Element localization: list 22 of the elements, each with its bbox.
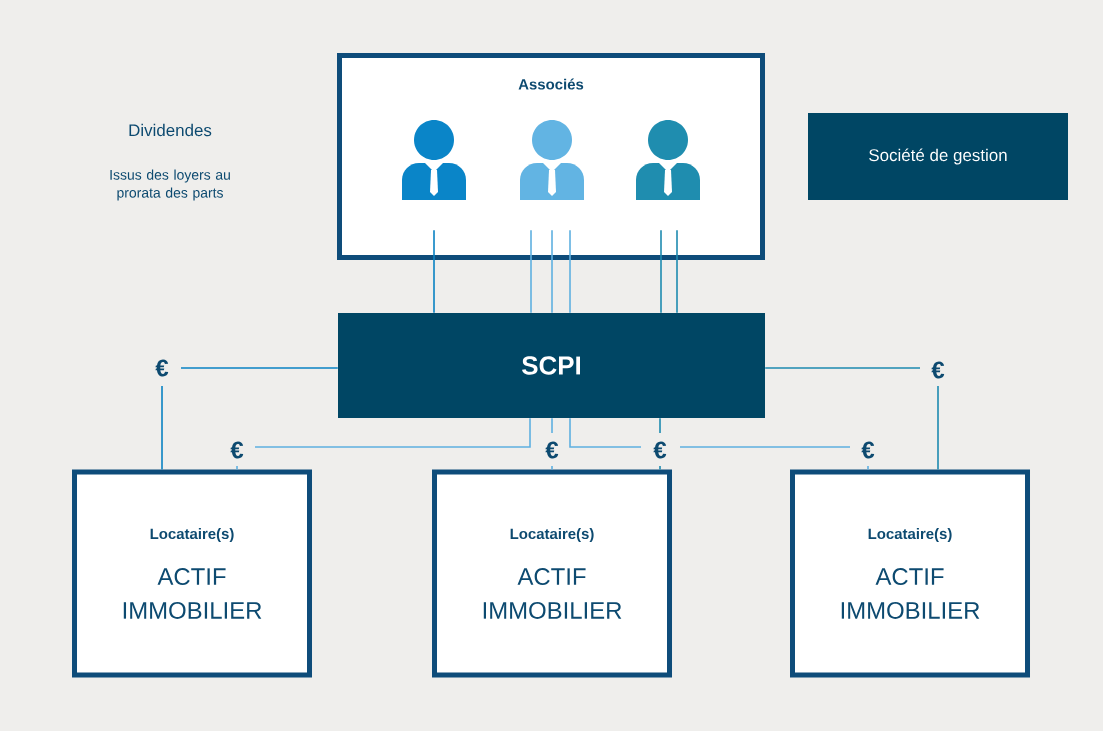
connector-line: [161, 367, 339, 471]
connector-line: [236, 417, 531, 471]
connector-line: [676, 229, 678, 314]
scpi-box: SCPI: [338, 313, 765, 418]
connector-line: [530, 229, 532, 314]
person-icon: [402, 120, 466, 200]
connector-line: [551, 229, 553, 314]
connector-line: [433, 229, 435, 314]
connector-line: [764, 367, 939, 471]
asset-box: Locataire(s) ACTIF IMMOBILIER: [790, 469, 1030, 678]
label-box: Société de gestion: [808, 113, 1068, 200]
person-icon: [520, 120, 584, 200]
person-icon: [636, 120, 700, 200]
note-text: Issus des loyers au prorata des parts: [110, 169, 230, 201]
heading-text: Dividendes: [129, 123, 212, 137]
asset-box: Locataire(s) ACTIF IMMOBILIER: [432, 469, 672, 678]
connector-line: [660, 229, 662, 314]
connector-line: [551, 417, 553, 471]
connector-line: [659, 417, 661, 471]
asset-box: Locataire(s) ACTIF IMMOBILIER: [72, 469, 312, 678]
connector-line: [569, 229, 571, 314]
connector-line: [569, 417, 869, 471]
